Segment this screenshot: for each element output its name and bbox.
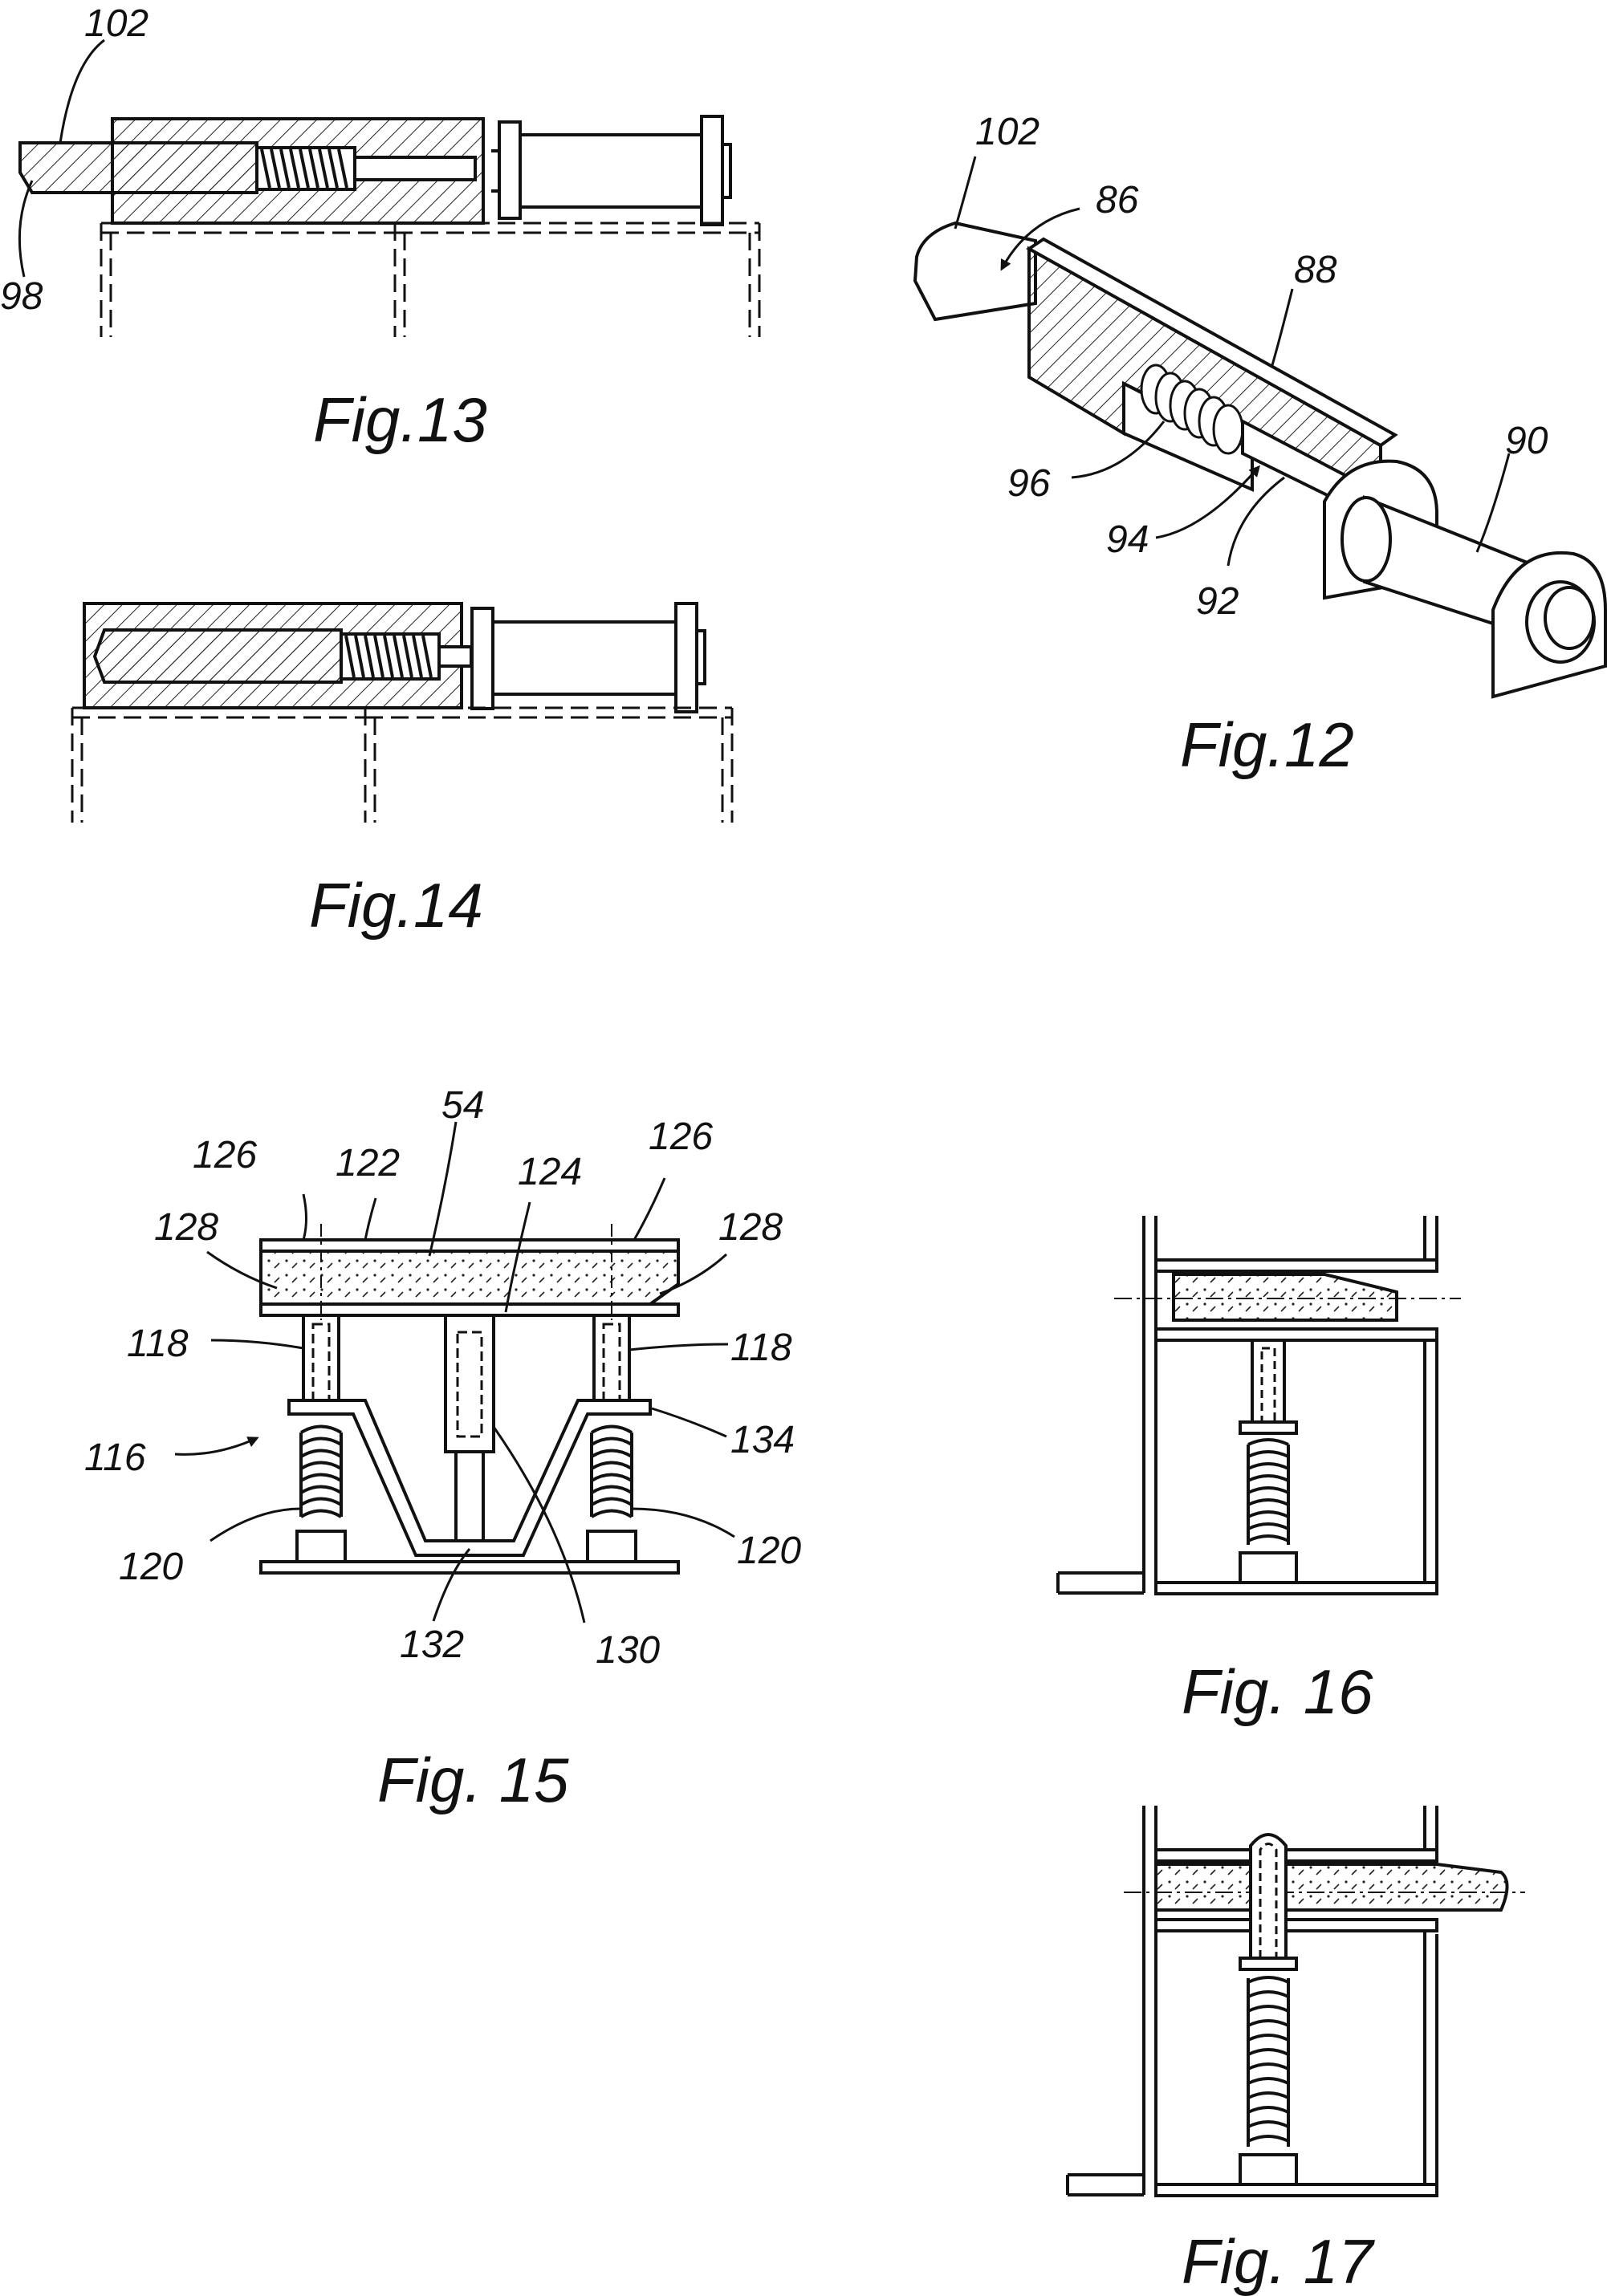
caption-fig13: Fig.13 [313, 384, 487, 455]
dashed-frame [71, 706, 734, 823]
base-plate [259, 1560, 680, 1575]
label-122: 122 [336, 1142, 400, 1185]
leader-88 [1271, 288, 1294, 366]
label-120-left: 120 [119, 1546, 183, 1588]
bolt-102-perspective [913, 221, 1037, 322]
label-128-left: 128 [154, 1206, 218, 1249]
label-54: 54 [441, 1084, 484, 1127]
label-126-left: 126 [193, 1134, 257, 1176]
caption-fig14: Fig.14 [309, 870, 483, 941]
label-92: 92 [1196, 580, 1239, 623]
label-94: 94 [1106, 518, 1149, 561]
label-96: 96 [1007, 462, 1051, 505]
top-plate-122 [259, 1238, 680, 1253]
cylinder-end [1341, 496, 1392, 583]
actuator-flange-left [470, 607, 494, 710]
panel-54 [259, 1250, 680, 1306]
bolt-retracted [92, 628, 343, 684]
label-126-right: 126 [649, 1115, 713, 1158]
actuator-cylinder [519, 133, 703, 209]
label-130: 130 [596, 1629, 660, 1672]
actuator-cylinder [491, 620, 677, 696]
label-124: 124 [518, 1151, 582, 1193]
label-86: 86 [1096, 179, 1139, 221]
actuator-cap [695, 629, 706, 685]
actuator-flange-right [700, 115, 724, 226]
figure-16 [1056, 1216, 1461, 1595]
label-128-right: 128 [718, 1206, 783, 1249]
leader-102-fig12 [954, 156, 977, 230]
centre-post-130 [444, 1314, 495, 1453]
bolt-extended-fig16 [1172, 1273, 1398, 1322]
spring-120-right [590, 1424, 633, 1518]
label-90: 90 [1505, 420, 1548, 462]
pin-fig16 [1251, 1339, 1286, 1426]
figure-17 [1066, 1806, 1525, 2197]
spring-120-left [299, 1424, 343, 1518]
caption-fig15: Fig. 15 [377, 1745, 569, 1815]
frame-right-post [1423, 1806, 1438, 1850]
v-bracket-134 [287, 1399, 652, 1557]
leader-90 [1475, 453, 1511, 553]
spring-coil [255, 146, 356, 191]
plunger-rod [353, 156, 477, 181]
figure-14: Fig.14 [71, 602, 734, 941]
spring-96-perspective [1140, 364, 1244, 455]
bolt-102 [18, 141, 258, 194]
ground-rail [1056, 1571, 1144, 1595]
caption-fig17: Fig. 17 [1182, 2226, 1375, 2296]
bolt-extended-fig17 [1154, 1863, 1509, 1912]
plate-124 [259, 1302, 680, 1317]
pin-fig17 [1249, 1833, 1288, 1958]
frame-left-post [1142, 1216, 1157, 1593]
actuator-flange-left [498, 120, 522, 220]
label-132: 132 [400, 1623, 464, 1666]
label-102-fig12: 102 [975, 111, 1039, 153]
actuator-flange-right [674, 602, 698, 713]
spring-fig17 [1247, 1976, 1290, 2147]
spring-coil [340, 632, 441, 681]
figure-12 [913, 156, 1607, 699]
label-118-right: 118 [730, 1327, 792, 1369]
ground-rail [1066, 2173, 1144, 2196]
label-116: 116 [84, 1437, 146, 1479]
caption-fig16: Fig. 16 [1182, 1656, 1373, 1727]
spring-base-left [295, 1530, 347, 1563]
plunger-rod [437, 645, 473, 668]
actuator-cap [721, 143, 732, 199]
arrow-94 [1155, 465, 1260, 539]
label-98: 98 [0, 275, 43, 318]
label-102-fig13: 102 [84, 2, 148, 45]
label-88: 88 [1294, 249, 1337, 291]
leader-96 [1071, 421, 1166, 479]
leader-98 [18, 180, 34, 278]
housing-top-face [1026, 237, 1398, 448]
leader-102 [59, 39, 105, 144]
leader-92 [1227, 476, 1285, 567]
spring-base-right [586, 1530, 637, 1563]
arrow-86 [1000, 207, 1080, 271]
spring-fig16 [1247, 1438, 1290, 1545]
label-120-right: 120 [737, 1530, 801, 1572]
figure-15 [174, 1121, 735, 1623]
dashed-frame [100, 221, 761, 337]
frame-left-post [1142, 1806, 1157, 2195]
label-118-left: 118 [127, 1323, 189, 1365]
caption-fig12: Fig.12 [1180, 709, 1354, 780]
figure-13: 102 98 Fig.13 [0, 2, 761, 455]
label-134: 134 [730, 1419, 795, 1461]
